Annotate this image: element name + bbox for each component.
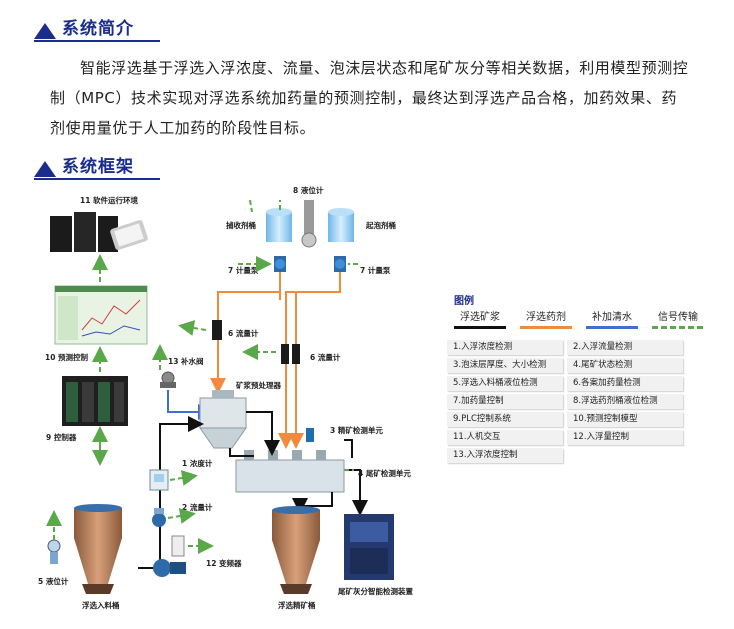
feature-item: 4.尾矿状态检测 [567, 358, 683, 373]
metering-pump-icon [334, 256, 346, 272]
legend-title: 图例 [454, 296, 474, 307]
metering-pump-icon [274, 256, 286, 272]
feature-item: 8.浮选药剂桶液位检测 [567, 394, 683, 409]
label-controller: 9 控制器 [46, 432, 77, 442]
slurry-line [229, 448, 254, 457]
feature-item: 10.预测控制模型 [567, 412, 683, 427]
legend-item: 信号传输 [652, 308, 704, 329]
signal-arrow [178, 320, 207, 336]
label-frother-tank: 起泡剂桶 [365, 220, 396, 230]
legend-item: 浮选矿浆 [454, 308, 506, 329]
legend-label: 信号传输 [658, 312, 698, 323]
legend-item: 浮选药剂 [520, 308, 572, 329]
label-meter-pump-left: 7 计量泵 [228, 265, 259, 275]
frother-tank-icon [328, 208, 354, 242]
section-title: 系统框架 [62, 157, 134, 177]
legend-label: 补加清水 [592, 312, 632, 323]
signal-arrow [249, 199, 253, 213]
legend-swatch [586, 326, 638, 329]
water-line [167, 390, 214, 420]
feature-item: 13.入浮浓度控制 [447, 448, 563, 463]
label-meter-pump-right: 7 计量泵 [360, 265, 391, 275]
density-meter-icon [149, 469, 169, 491]
legend-swatch [454, 326, 506, 329]
slurry-line [246, 411, 280, 456]
tablet-icon [110, 220, 148, 250]
slurry-line [344, 439, 353, 458]
preprocessor-icon [199, 390, 247, 449]
feature-item: 1.入浮浓度检测 [447, 340, 563, 355]
label-concentrate-tank: 浮选精矿桶 [278, 600, 316, 610]
label-preprocessor: 矿浆预处理器 [236, 380, 281, 390]
legend-item: 补加清水 [586, 308, 638, 329]
triangle-icon [34, 23, 56, 39]
flotation-cell-icon [235, 450, 345, 493]
label-collector-tank: 捕收剂桶 [226, 220, 256, 230]
plc-controller-icon [62, 376, 128, 426]
signal-arrow [169, 470, 198, 486]
server-rack-icon [50, 212, 118, 252]
reagent-line [210, 272, 281, 394]
slurry-line [344, 469, 368, 516]
triangle-icon [34, 161, 56, 177]
label-software-env: 11 软件运行环境 [80, 195, 139, 205]
label-flowmeter-6-left: 6 流量计 [228, 328, 259, 338]
label-water-valve: 13 补水阀 [168, 356, 204, 366]
legend-swatch [652, 326, 704, 329]
feature-item: 5.浮选入料桶液位检测 [447, 376, 563, 391]
collector-tank-icon [266, 208, 292, 242]
flowmeter-icon [292, 344, 300, 364]
slurry-pump-icon [153, 559, 186, 577]
title-underline [34, 40, 160, 42]
label-feed-tank: 浮选入料桶 [82, 600, 120, 610]
flowmeter-icon [152, 508, 166, 527]
level-meter-icon [301, 200, 317, 248]
concentrate-detector-icon [306, 428, 314, 442]
section-header-intro: 系统简介 [34, 14, 160, 42]
feature-item: 6.各案加药量检测 [567, 376, 683, 391]
label-tailings-detect: 4 尾矿检测单元 [358, 468, 411, 478]
vfd-icon [171, 535, 185, 557]
signal-arrow [167, 508, 196, 524]
feature-item: 12.入浮量控制 [567, 430, 683, 445]
concentrate-tank-icon [272, 506, 320, 594]
legend: 浮选矿浆 浮选药剂 补加清水 信号传输 [454, 308, 704, 329]
feature-item: 11.人机交互 [447, 430, 563, 445]
label-vfd: 12 变频器 [206, 558, 242, 568]
section-title: 系统简介 [62, 19, 134, 39]
intro-paragraph: 智能浮选基于浮选入浮浓度、流量、泡沫层状态和尾矿灰分等相关数据，利用模型预测控制… [50, 59, 689, 137]
label-ash-device: 尾矿灰分智能检测装置 [337, 586, 413, 596]
label-predictive-control: 10 预测控制 [45, 352, 89, 362]
section-header-framework: 系统框架 [34, 152, 160, 180]
feature-item: 7.加药量控制 [447, 394, 563, 409]
label-flowmeter-6-right: 6 流量计 [310, 352, 341, 362]
legend-label: 浮选药剂 [526, 312, 566, 323]
legend-label: 浮选矿浆 [460, 312, 500, 323]
level-meter-icon [47, 539, 61, 564]
feature-item: 3.泡沫层厚度、大小检测 [447, 358, 563, 373]
monitor-screen-icon [54, 285, 148, 345]
title-underline [34, 178, 160, 180]
label-flowmeter-2: 2 流量计 [182, 502, 213, 512]
flowmeter-icon [212, 320, 222, 340]
feature-item: 9.PLC控制系统 [447, 412, 563, 427]
reagent-line [288, 291, 340, 449]
legend-swatch [520, 326, 572, 329]
ash-detector-icon [344, 514, 394, 580]
label-concentrate-detect: 3 精矿检测单元 [330, 425, 383, 435]
flowmeter-icon [281, 344, 289, 364]
feed-tank-icon [74, 504, 122, 594]
water-valve-icon [160, 371, 176, 388]
feature-item: 2.入浮流量检测 [567, 340, 683, 355]
label-level-meter-8: 8 液位计 [293, 185, 324, 195]
label-level-meter-5: 5 液位计 [38, 576, 69, 586]
label-density-meter: 1 浓度计 [182, 458, 213, 468]
